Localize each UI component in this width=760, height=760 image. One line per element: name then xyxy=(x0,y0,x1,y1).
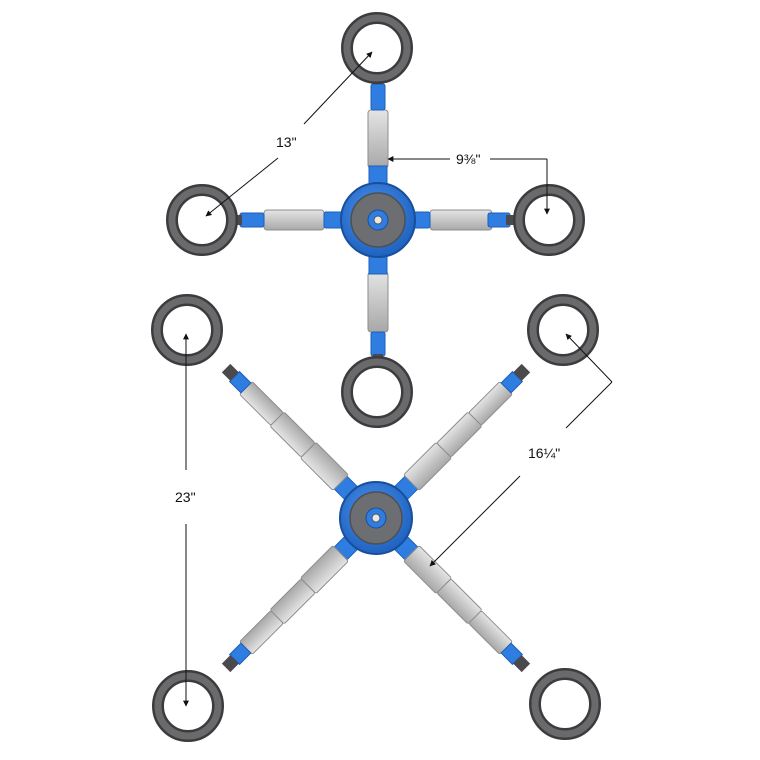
extended-assembly xyxy=(151,294,601,742)
dimension-16-1-4: 16¼" xyxy=(429,333,613,567)
extended-ring-lower-left xyxy=(152,670,224,742)
dimension-23: 23" xyxy=(175,333,196,707)
dimension-23-label: 23" xyxy=(175,489,196,505)
compact-assembly xyxy=(166,12,585,428)
compact-arm-right xyxy=(407,209,520,231)
dimension-16-1-4-label: 16¼" xyxy=(528,445,560,461)
extended-hub xyxy=(339,481,413,555)
compact-ring-bottom xyxy=(341,356,413,428)
dimension-13-label: 13" xyxy=(276,134,297,150)
extended-ring-upper-right xyxy=(527,294,599,366)
extended-arm-upper-right xyxy=(394,363,531,500)
compact-arm-up xyxy=(367,72,389,169)
dimension-13: 13" xyxy=(205,51,373,217)
compact-ring-right xyxy=(513,184,585,256)
extended-ring-lower-right xyxy=(529,668,601,740)
compact-arm-down xyxy=(367,271,389,364)
compact-hub xyxy=(340,165,416,275)
extended-arm-upper-left xyxy=(221,363,358,500)
compact-ring-top xyxy=(341,12,413,84)
extended-arm-lower-right xyxy=(394,536,531,673)
compact-arm-left xyxy=(230,209,345,231)
dimension-9-3-8: 9⅜" xyxy=(387,151,550,215)
compact-ring-left xyxy=(166,184,238,256)
extended-ring-upper-left xyxy=(151,294,223,366)
dimension-9-3-8-label: 9⅜" xyxy=(456,151,480,167)
extended-arm-lower-left xyxy=(221,536,358,673)
